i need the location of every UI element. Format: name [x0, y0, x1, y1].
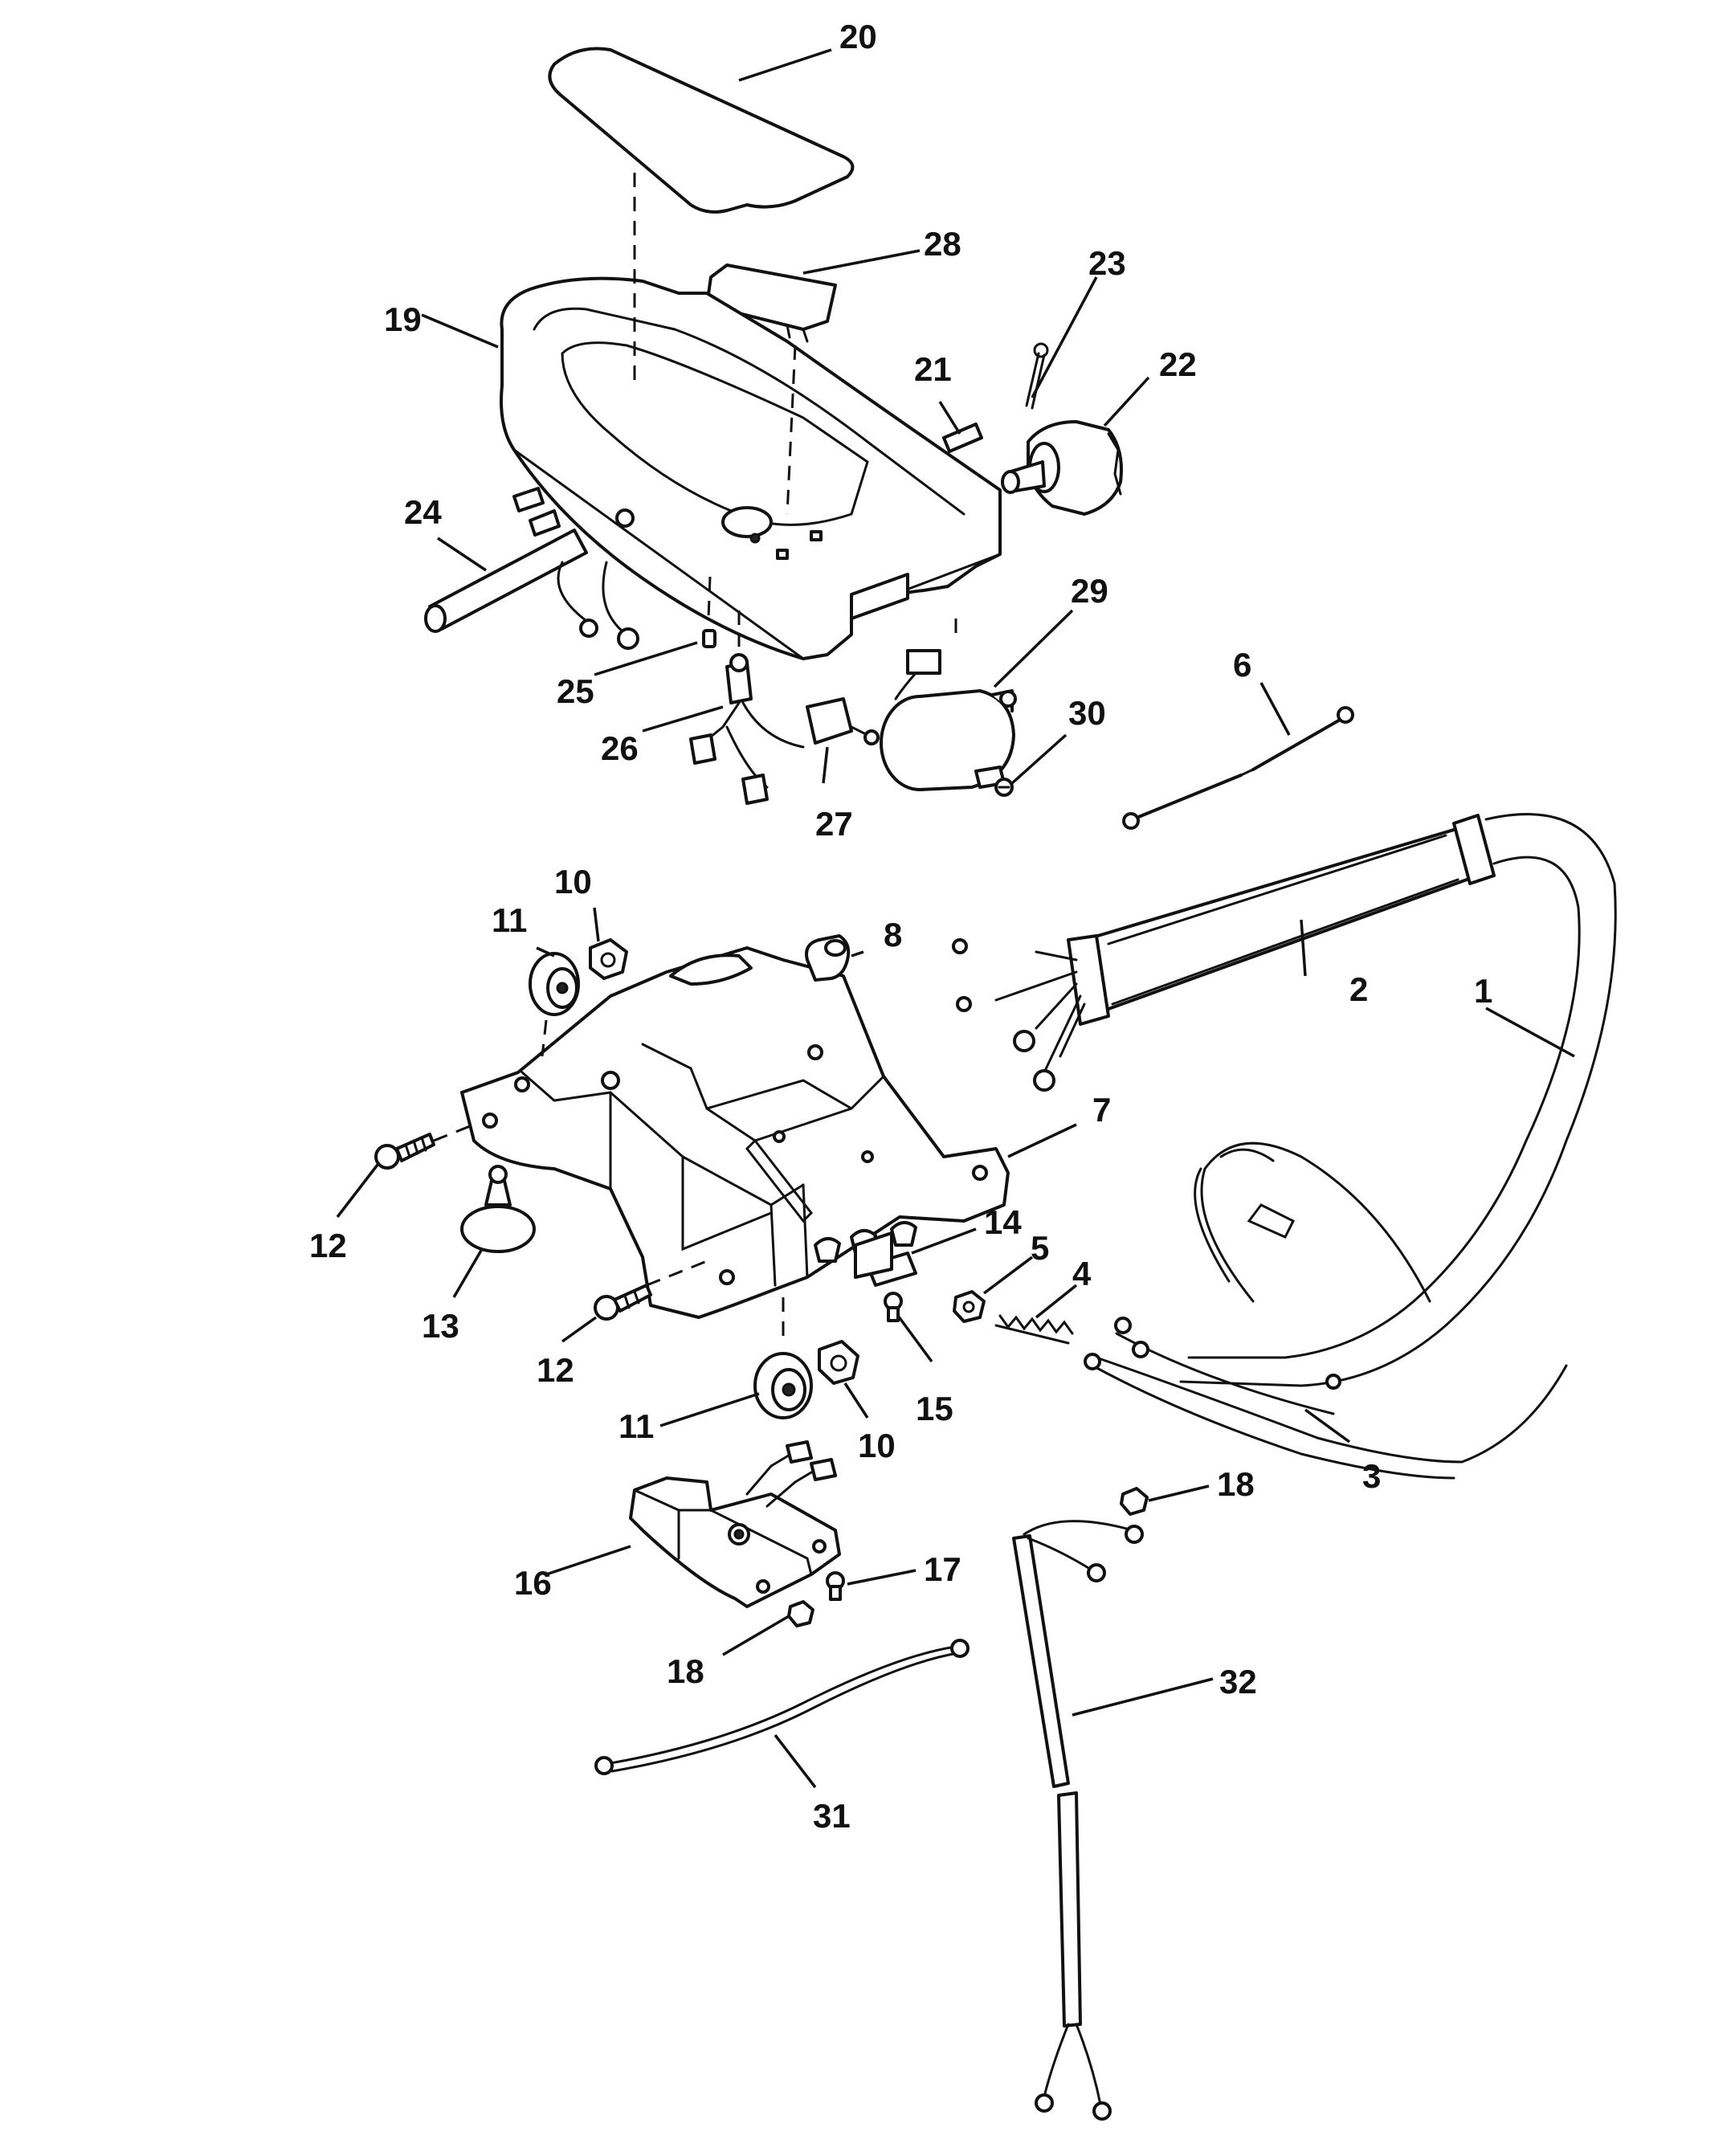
callout-23: 23	[1088, 244, 1126, 282]
battery-lead-part	[1012, 1520, 1144, 2121]
cotter-pin-part	[1025, 342, 1049, 410]
callout-22: 22	[1159, 345, 1197, 383]
callout-7: 7	[1092, 1091, 1111, 1129]
spring-part	[994, 1314, 1074, 1345]
nut-part-18-upper	[1120, 1487, 1149, 1516]
set-screw-part	[702, 629, 716, 648]
callout-24: 24	[404, 493, 442, 531]
knob-part	[1001, 420, 1123, 516]
nut-part-5	[953, 1290, 986, 1323]
nut-part-top	[589, 938, 628, 980]
callout-8: 8	[884, 916, 902, 953]
callout-1: 1	[1474, 972, 1492, 1010]
callout-17: 17	[924, 1550, 961, 1588]
callout-2: 2	[1349, 970, 1368, 1008]
screw-part-30	[994, 778, 1014, 797]
grommet-part-top	[529, 952, 580, 1016]
suction-cup-part	[460, 1165, 536, 1253]
foot-pad-part	[548, 47, 855, 214]
callout-29: 29	[1071, 572, 1108, 610]
screw-part-17	[826, 1571, 845, 1601]
screw-part-15	[884, 1292, 903, 1322]
callout-32: 32	[1219, 1663, 1257, 1701]
callout-10-top: 10	[554, 863, 592, 900]
callout-27: 27	[815, 805, 853, 843]
callout-19: 19	[384, 300, 422, 338]
callout-12-lower: 12	[537, 1351, 574, 1389]
callout-15: 15	[916, 1390, 953, 1427]
callout-5: 5	[1031, 1229, 1049, 1267]
grommet-part-bottom	[753, 1352, 813, 1419]
callout-12-upper: 12	[309, 1227, 347, 1264]
callout-18-lower: 18	[667, 1652, 704, 1690]
callout-11-top: 11	[492, 901, 527, 939]
callout-16: 16	[514, 1564, 552, 1602]
callout-6: 6	[1233, 646, 1251, 684]
callout-21: 21	[914, 350, 952, 388]
callout-18-upper: 18	[1217, 1465, 1255, 1503]
lead-wire-part	[1084, 1317, 1568, 1480]
callout-10-bottom: 10	[858, 1427, 896, 1464]
callout-25: 25	[557, 672, 594, 710]
switch-box-part	[629, 1440, 841, 1608]
callout-3: 3	[1362, 1457, 1381, 1495]
cable-sheath-part	[952, 814, 1496, 1092]
callout-28: 28	[924, 225, 961, 263]
jumper-cable-part	[594, 1639, 970, 1775]
leader-lines	[336, 48, 1575, 1789]
pivot-shaft-part	[424, 529, 588, 633]
callout-labels: 20 28 19 23 22 21 24 25 26 27 29 30 6 2 …	[309, 18, 1492, 1835]
housing-wire-leads	[512, 487, 639, 650]
callout-14: 14	[984, 1203, 1022, 1241]
callout-4: 4	[1072, 1255, 1092, 1292]
assembly-guide-lines	[433, 173, 1254, 1345]
nut-part-bottom	[818, 1340, 859, 1385]
switch-harness-part	[689, 653, 880, 805]
screw-part-12-upper	[374, 1133, 435, 1170]
base-plate-part	[460, 946, 1010, 1319]
bushing-part-8	[805, 934, 851, 982]
main-cable-part	[1179, 813, 1617, 1387]
roll-pin-part	[942, 423, 983, 453]
ground-cable-part-6	[1122, 706, 1354, 830]
pedal-motor-part	[880, 649, 1017, 791]
callout-31: 31	[813, 1797, 851, 1835]
callout-11-bottom: 11	[618, 1407, 654, 1445]
callout-13: 13	[422, 1307, 459, 1345]
callout-26: 26	[601, 729, 639, 767]
nut-part-18-lower	[787, 1600, 814, 1627]
callout-30: 30	[1068, 694, 1106, 732]
screw-part-12-lower	[594, 1284, 652, 1321]
pedal-housing-part	[500, 276, 1002, 660]
callout-20: 20	[839, 18, 877, 55]
